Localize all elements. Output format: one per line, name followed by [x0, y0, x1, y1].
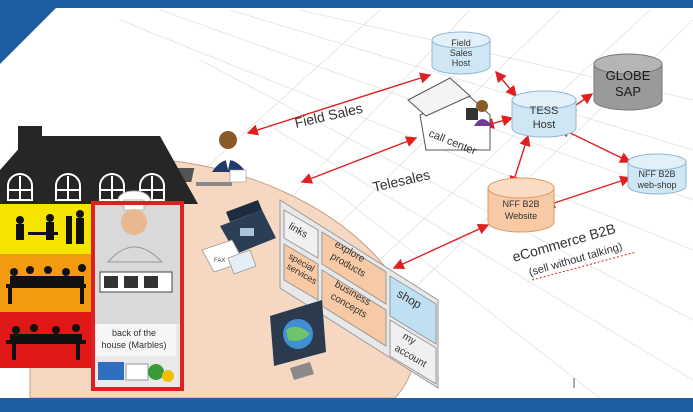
nff-website-line2: Website — [505, 211, 537, 221]
field-sales-host-line2: Sales — [450, 48, 473, 58]
db-tess-host: TESS Host — [511, 90, 577, 138]
marbles-products-icon — [98, 362, 174, 382]
back-of-house-line2: house (Marbles) — [101, 340, 166, 350]
db-field-sales-host: Field Sales Host — [431, 31, 491, 75]
back-of-house-line1: back of the — [112, 328, 156, 338]
underline-sell — [531, 251, 637, 281]
nff-webshop-line1: NFF B2B — [638, 169, 675, 179]
fax-icon: FAX — [201, 239, 257, 275]
globe-sap-line2: SAP — [615, 84, 641, 99]
globe-sap-line1: GLOBE — [606, 68, 651, 83]
db-nff-webshop: NFF B2B web-shop — [627, 153, 687, 195]
field-sales-host-line1: Field — [451, 38, 471, 48]
label-field-sales: Field Sales — [293, 100, 364, 131]
tess-host-line2: Host — [533, 119, 556, 131]
label-telesales: Telesales — [371, 166, 431, 195]
db-globe-sap: GLOBE SAP — [593, 53, 663, 111]
agent-head-icon — [476, 100, 488, 112]
house-floors — [0, 204, 92, 368]
nff-website-line1: NFF B2B — [502, 199, 539, 209]
call-center-booth: call center — [407, 77, 492, 158]
field-sales-person-icon — [167, 131, 247, 186]
web-monitor-icon — [270, 300, 326, 380]
back-of-house-panel: back of the house (Marbles) — [91, 190, 184, 391]
bottom-frame-bar — [0, 398, 693, 412]
connection-arrows — [246, 70, 632, 270]
tess-host-line1: TESS — [530, 105, 559, 117]
field-sales-host-line3: Host — [452, 58, 471, 68]
house-roof — [0, 126, 198, 204]
webshop-panels: links special services explore products … — [279, 199, 439, 389]
db-nff-website: NFF B2B Website — [487, 177, 555, 233]
computer-icon — [466, 108, 478, 120]
nff-webshop-line2: web-shop — [636, 180, 676, 190]
fax-label: FAX — [214, 258, 225, 264]
agent-body-icon — [474, 119, 492, 126]
highlight-frame — [91, 201, 184, 391]
top-frame-bar — [0, 0, 693, 8]
